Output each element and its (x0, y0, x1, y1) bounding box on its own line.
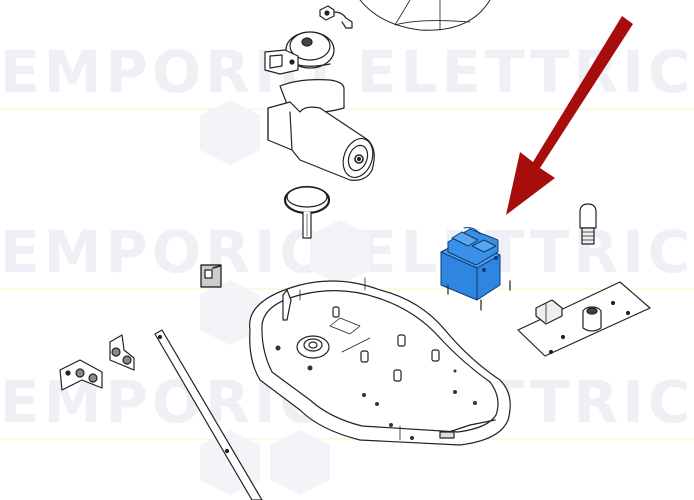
limit-switch-clip (319, 5, 353, 29)
pointer-arrow (506, 16, 633, 215)
watermark-row-1: EMPORIO ELETTRICO (0, 42, 694, 110)
watermark-underline (0, 108, 694, 110)
transformer-pins (447, 280, 511, 311)
release-knob (283, 185, 331, 239)
control-board (517, 281, 651, 357)
lamp-bulb (579, 203, 597, 245)
cover-dome (359, 0, 491, 31)
encoder-cam-assembly (264, 31, 335, 75)
angle-bracket-right (109, 334, 135, 371)
housing-posts (332, 306, 440, 382)
gearmotor (267, 79, 375, 181)
transformer (440, 227, 511, 311)
angle-bracket-left (59, 359, 103, 391)
base-housing (249, 277, 511, 446)
flat-rail-bar (154, 329, 263, 500)
housing-holes (275, 345, 477, 440)
microswitch (200, 264, 222, 288)
watermark-underline (0, 438, 694, 440)
